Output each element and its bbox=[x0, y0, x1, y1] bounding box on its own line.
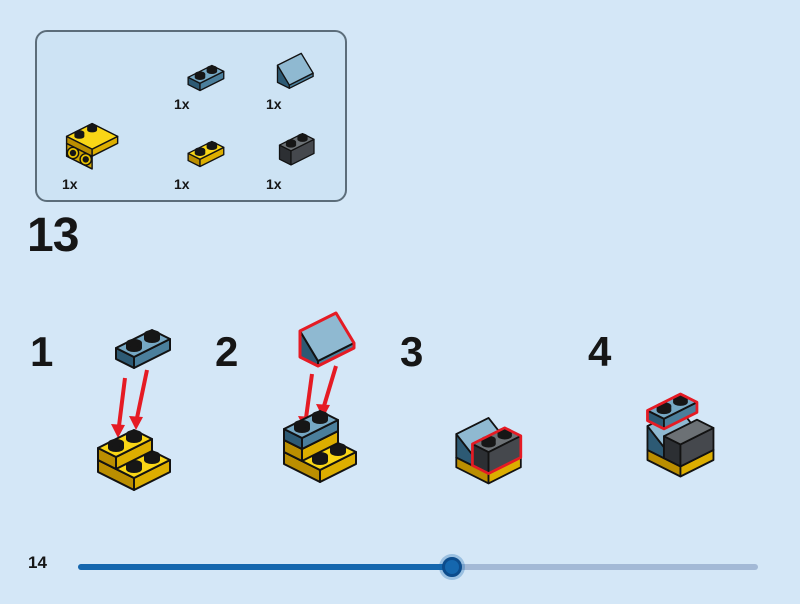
finished-assembly-highlighted bbox=[646, 392, 715, 478]
page-number: 14 bbox=[28, 553, 47, 572]
yellow-plate-1x2-icon bbox=[187, 140, 225, 168]
blue-plate-1x2-icon bbox=[187, 64, 225, 92]
red-highlight-outline bbox=[646, 392, 699, 431]
part-count: 1x bbox=[62, 176, 78, 192]
red-highlight-outline bbox=[298, 311, 356, 368]
progress-track[interactable] bbox=[78, 557, 758, 577]
floating-blue-slope-highlighted bbox=[298, 311, 356, 368]
substep-2-diagram bbox=[283, 311, 357, 483]
floating-blue-plate bbox=[115, 329, 171, 369]
studs bbox=[285, 133, 308, 148]
parts-panel: 1x 1x 1x bbox=[35, 30, 347, 202]
assembly-with-blue-plate bbox=[283, 410, 357, 483]
part-count: 1x bbox=[266, 96, 282, 112]
progress-fill bbox=[78, 564, 452, 570]
assembly-with-gray-brick-highlighted bbox=[455, 417, 523, 485]
substep-3-diagram bbox=[455, 417, 523, 485]
substep-4-diagram bbox=[646, 392, 715, 478]
dark-gray-brick-1x2-icon bbox=[278, 132, 315, 166]
step-number: 13 bbox=[27, 209, 79, 262]
substep-number-2: 2 bbox=[215, 328, 239, 375]
red-highlight-outline bbox=[471, 426, 523, 475]
yellow-assembly bbox=[97, 429, 171, 491]
blue-slope-1x2-icon bbox=[276, 52, 314, 89]
yellow-bracket-1x2-icon bbox=[65, 122, 119, 170]
substep-1-diagram bbox=[97, 329, 171, 491]
part-count: 1x bbox=[174, 96, 190, 112]
placement-arrow-icon bbox=[111, 369, 149, 438]
studs bbox=[194, 65, 218, 80]
substep-number-4: 4 bbox=[588, 328, 612, 375]
studs bbox=[194, 141, 218, 156]
substep-number-3: 3 bbox=[400, 328, 424, 375]
studs bbox=[74, 123, 98, 139]
part-count: 1x bbox=[266, 176, 282, 192]
progress-handle[interactable] bbox=[442, 557, 462, 577]
substep-number-1: 1 bbox=[30, 328, 54, 375]
part-count: 1x bbox=[174, 176, 190, 192]
